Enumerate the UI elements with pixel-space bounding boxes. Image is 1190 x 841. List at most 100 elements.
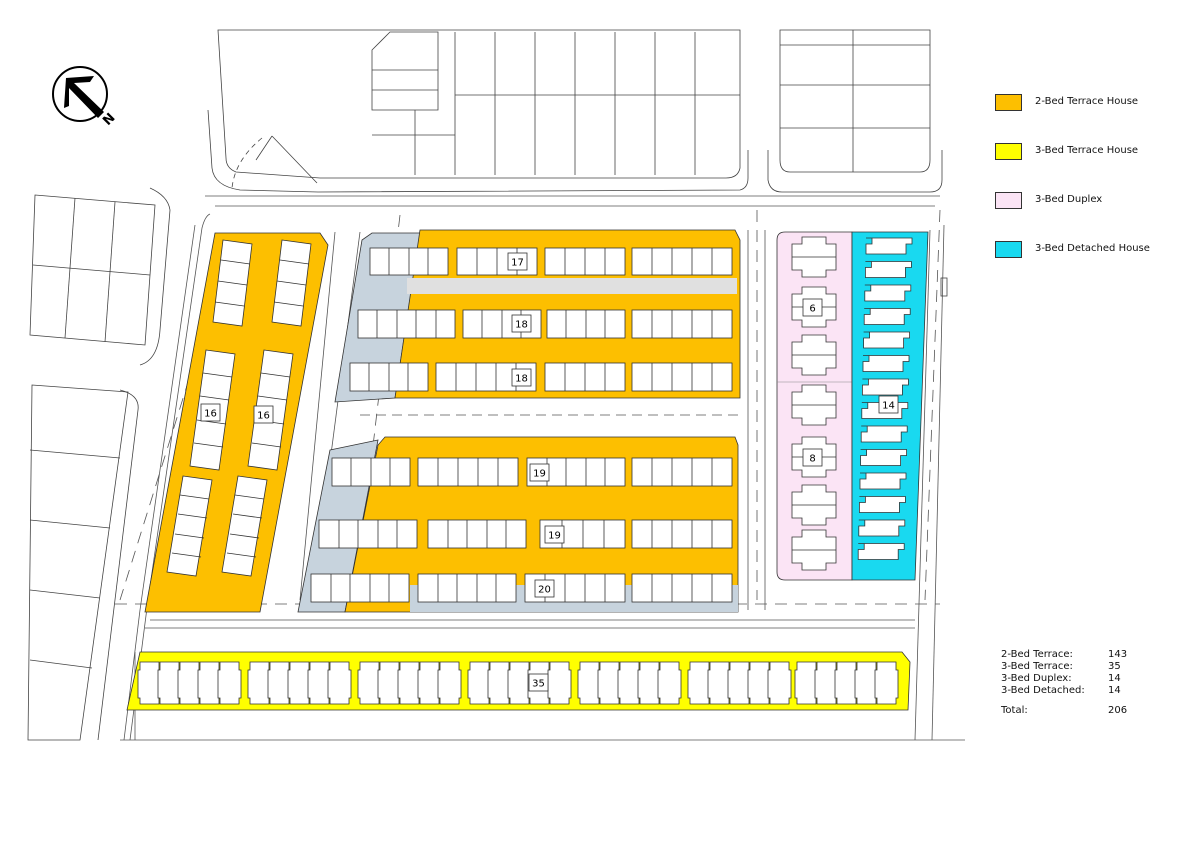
terrace-unit: [287, 661, 312, 705]
block-detached: 14: [851, 231, 929, 581]
detached-unit: [860, 449, 907, 466]
terrace-unit: [767, 661, 792, 705]
unit-summary: 2-Bed Terrace: 143 3-Bed Terrace: 35 3-B…: [1001, 649, 1141, 717]
terrace-unit: [247, 661, 272, 705]
terrace-unit: [834, 661, 859, 705]
parking-strip: [407, 278, 737, 294]
terrace-unit: [157, 661, 182, 705]
count-label-box: [511, 314, 532, 333]
legend-swatch: [995, 143, 1022, 160]
count-label-box: [528, 673, 549, 692]
legend-item-3-bed-duplex: 3-Bed Duplex: [995, 190, 1185, 214]
terrace-unit: [357, 661, 382, 705]
detached-unit: [862, 378, 909, 396]
detached-unit: [864, 284, 912, 302]
site-plan-map: 16 16 17 18 18: [27, 29, 965, 741]
block-north-row-3-count: 18: [515, 374, 528, 385]
existing-buildings-north: [207, 29, 943, 193]
block-detached-count: 14: [882, 401, 895, 412]
count-label-box: [802, 298, 823, 317]
legend-swatch: [995, 94, 1022, 111]
count-label-box: [253, 405, 274, 424]
terrace-unit: [854, 661, 879, 705]
block-north-row-2-count: 18: [515, 320, 528, 331]
legend: 2-Bed Terrace House 3-Bed Terrace House …: [995, 92, 1185, 288]
terrace-unit: [747, 661, 772, 705]
summary-label: 3-Bed Detached:: [1001, 685, 1085, 696]
north-arrow: N: [52, 66, 122, 140]
detached-unit: [862, 355, 910, 372]
terrace-unit: [597, 661, 622, 705]
count-label-box: [511, 368, 532, 387]
terrace-unit: [874, 661, 899, 705]
terrace-unit: [197, 661, 222, 705]
terrace-unit: [307, 661, 332, 705]
north-arrow-icon: N: [52, 66, 119, 129]
terrace-unit: [637, 661, 662, 705]
detached-unit: [863, 308, 911, 325]
terrace-unit: [137, 661, 162, 705]
summary-row: 3-Bed Detached: 14: [1001, 685, 1141, 697]
detached-unit: [865, 237, 913, 255]
terrace-unit: [217, 661, 242, 705]
block-south-row-3-count: 20: [538, 585, 551, 596]
summary-label: 3-Bed Terrace:: [1001, 661, 1073, 672]
detached-unit: [857, 543, 905, 560]
terrace-unit: [687, 661, 712, 705]
terrace-unit: [507, 661, 532, 705]
detached-unit: [859, 472, 907, 490]
terrace-unit: [417, 661, 442, 705]
block-west-a-count: 16: [204, 409, 217, 420]
detached-unit: [860, 425, 908, 443]
detached-unit: [858, 519, 906, 537]
summary-value: 14: [1108, 685, 1121, 696]
block-north: 17 18 18: [334, 229, 741, 403]
legend-item-2-bed-terrace: 2-Bed Terrace House: [995, 92, 1185, 116]
count-label-box: [529, 463, 550, 482]
count-label-box: [878, 395, 899, 414]
summary-row: 3-Bed Terrace: 35: [1001, 661, 1141, 673]
summary-total-value: 206: [1108, 705, 1128, 716]
count-label-box: [802, 448, 823, 467]
legend-label: 2-Bed Terrace House: [1035, 96, 1139, 107]
block-west-b-count: 16: [257, 411, 270, 422]
summary-total-row: Total: 206: [1001, 705, 1141, 717]
block-bottom-terrace: 35: [126, 651, 911, 711]
block-bottom-terrace-count: 35: [532, 679, 545, 690]
count-label-box: [544, 525, 565, 544]
terrace-unit: [437, 661, 462, 705]
north-label: N: [100, 111, 118, 129]
terrace-unit: [577, 661, 602, 705]
terrace-unit: [487, 661, 512, 705]
summary-label: 3-Bed Duplex:: [1001, 673, 1072, 684]
summary-value: 14: [1108, 673, 1121, 684]
terrace-unit: [397, 661, 422, 705]
summary-total-label: Total:: [1001, 705, 1028, 716]
block-duplex: 6 8: [776, 231, 853, 581]
terrace-unit: [547, 661, 572, 705]
legend-item-3-bed-detached: 3-Bed Detached House: [995, 239, 1185, 263]
legend-label: 3-Bed Terrace House: [1035, 145, 1139, 156]
legend-item-3-bed-terrace: 3-Bed Terrace House: [995, 141, 1185, 165]
detached-unit: [865, 261, 912, 278]
legend-label: 3-Bed Duplex: [1035, 194, 1103, 205]
summary-label: 2-Bed Terrace:: [1001, 649, 1073, 660]
block-south: 19 19 20: [297, 436, 739, 613]
terrace-unit: [177, 661, 202, 705]
detached-unit: [859, 496, 906, 513]
block-north-row-1-count: 17: [511, 258, 524, 269]
count-label-box: [507, 252, 528, 271]
block-south-row-1-count: 19: [533, 469, 546, 480]
terrace-unit: [814, 661, 839, 705]
terrace-unit: [327, 661, 352, 705]
terrace-unit: [467, 661, 492, 705]
terrace-unit: [377, 661, 402, 705]
detached-unit: [863, 331, 910, 349]
terrace-unit: [707, 661, 732, 705]
legend-swatch: [995, 192, 1022, 209]
terrace-unit: [617, 661, 642, 705]
block-duplex-south-count: 8: [809, 454, 815, 465]
block-south-row-2-count: 19: [548, 531, 561, 542]
count-label-box: [200, 403, 221, 422]
summary-value: 35: [1108, 661, 1121, 672]
